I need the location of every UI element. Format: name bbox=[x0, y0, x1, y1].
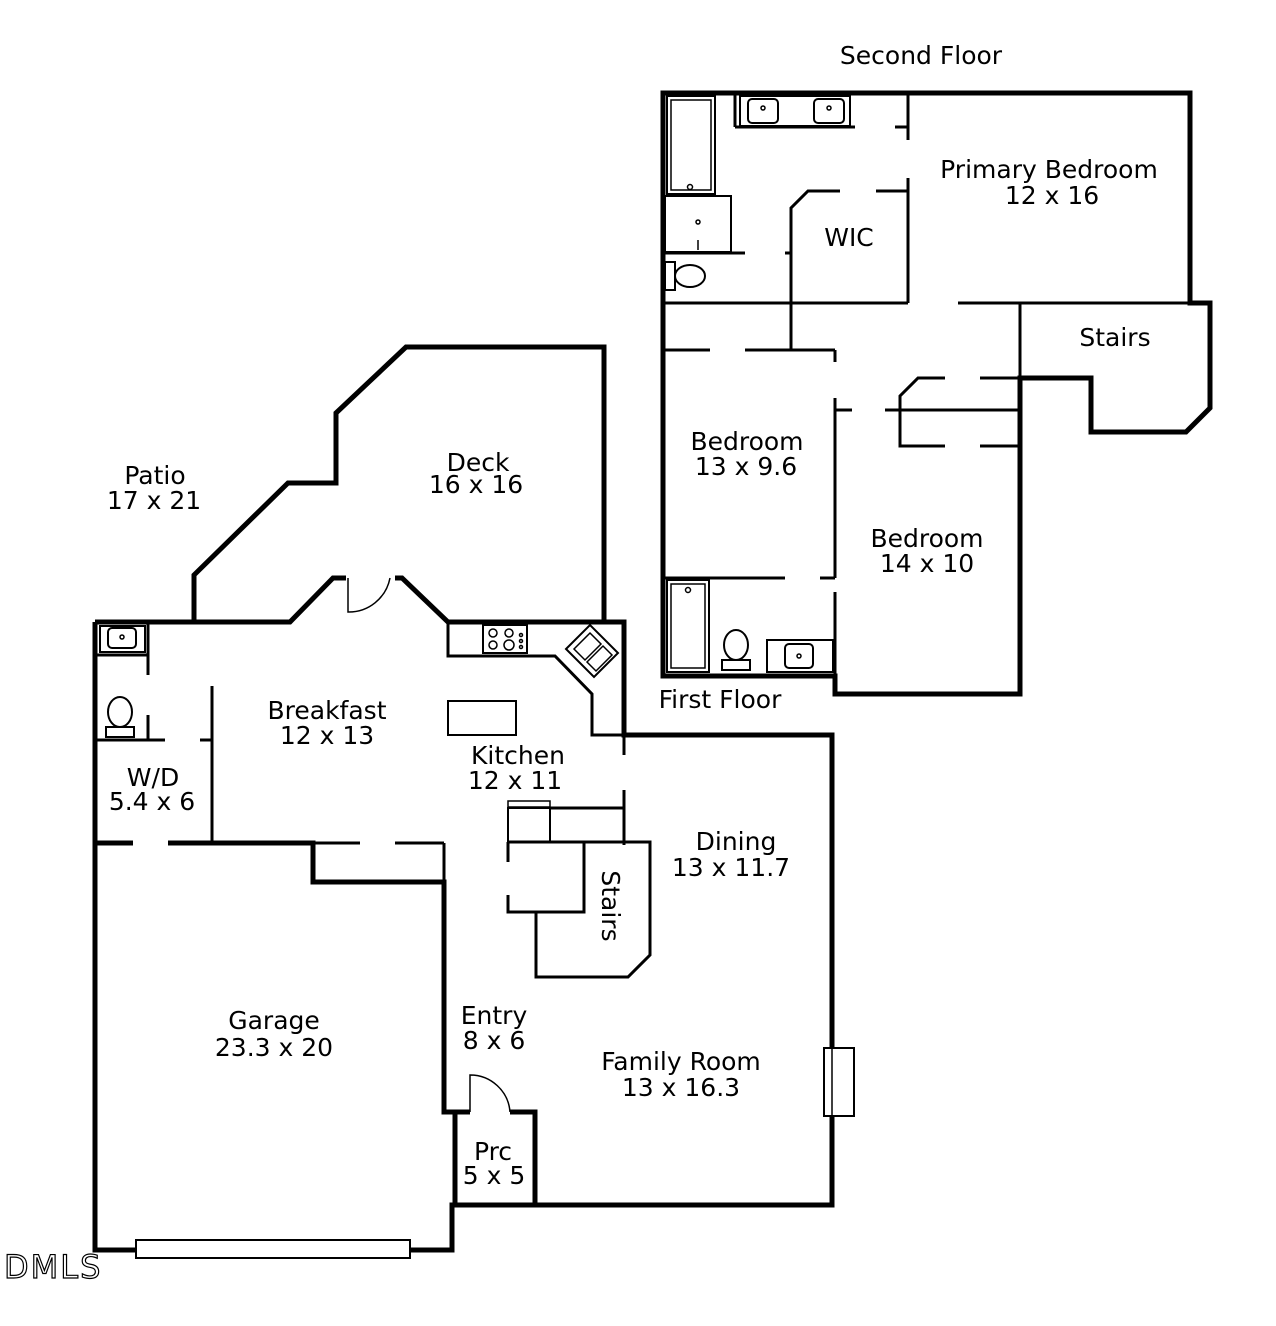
garage-outer-wall bbox=[92, 843, 458, 1253]
fireplace-icon bbox=[823, 1047, 855, 1117]
toilet-icon bbox=[105, 696, 135, 738]
deck-door-icon bbox=[347, 577, 391, 613]
wd-name: W/D bbox=[127, 763, 179, 792]
garage-size: 23.3 x 20 bbox=[215, 1033, 333, 1062]
first-floor bbox=[92, 344, 855, 1259]
kitchen-island-icon bbox=[447, 700, 517, 736]
primary-bedroom-name: Primary Bedroom bbox=[940, 155, 1158, 184]
entry-size: 8 x 6 bbox=[463, 1026, 526, 1055]
entry-door-icon bbox=[469, 1074, 511, 1113]
double-sink-icon bbox=[739, 95, 851, 127]
porch-name: Prc bbox=[474, 1137, 512, 1166]
entry-name: Entry bbox=[461, 1001, 528, 1030]
half-bath-fixtures bbox=[99, 625, 146, 738]
bedroom-3-size: 14 x 10 bbox=[880, 549, 974, 578]
second-floor-title: Second Floor bbox=[840, 41, 1003, 70]
second-floor bbox=[660, 90, 1213, 697]
deck-outline bbox=[191, 344, 607, 620]
first-floor-interior-walls bbox=[95, 622, 626, 882]
deck-size: 16 x 16 bbox=[429, 470, 523, 499]
kitchen-fixtures bbox=[447, 623, 624, 844]
bathtub-icon bbox=[666, 579, 710, 673]
labels: Second Floor First Floor Primary Bedroom… bbox=[3, 41, 1158, 1287]
kitchen-name: Kitchen bbox=[471, 741, 565, 770]
bedroom-2-name: Bedroom bbox=[690, 427, 803, 456]
garage-name: Garage bbox=[228, 1006, 320, 1035]
lower-stairs bbox=[506, 840, 652, 979]
first-floor-title: First Floor bbox=[659, 685, 782, 714]
second-floor-interior-walls bbox=[663, 93, 1190, 694]
breakfast-name: Breakfast bbox=[267, 696, 386, 725]
wic-name: WIC bbox=[824, 223, 874, 252]
breakfast-size: 12 x 13 bbox=[280, 721, 374, 750]
cooktop-icon bbox=[482, 624, 528, 654]
wd-size: 5.4 x 6 bbox=[109, 787, 195, 816]
sink-icon bbox=[99, 625, 146, 653]
counter-icon bbox=[507, 807, 551, 843]
kitchen-sink-icon bbox=[564, 623, 620, 679]
sink-icon bbox=[766, 639, 834, 673]
family-room-name: Family Room bbox=[601, 1047, 761, 1076]
bedroom-2-size: 13 x 9.6 bbox=[695, 452, 797, 481]
bathtub-icon bbox=[666, 95, 716, 195]
porch-size: 5 x 5 bbox=[463, 1161, 526, 1190]
lower-stairs-name: Stairs bbox=[596, 870, 625, 941]
toilet-icon bbox=[721, 629, 751, 671]
patio-name: Patio bbox=[124, 461, 185, 490]
toilet-icon bbox=[664, 261, 706, 291]
first-floor-outer-wall bbox=[92, 575, 835, 1208]
upper-stairs-name: Stairs bbox=[1079, 323, 1150, 352]
primary-bedroom-size: 12 x 16 bbox=[1005, 181, 1099, 210]
second-floor-fixtures bbox=[664, 95, 851, 673]
dining-name: Dining bbox=[696, 827, 777, 856]
dining-size: 13 x 11.7 bbox=[672, 853, 790, 882]
deck-name: Deck bbox=[447, 448, 510, 477]
watermark: DMLS bbox=[4, 1248, 102, 1286]
kitchen-size: 12 x 11 bbox=[468, 766, 562, 795]
garage-door-icon bbox=[135, 1239, 411, 1259]
family-room-size: 13 x 16.3 bbox=[622, 1073, 740, 1102]
bedroom-3-name: Bedroom bbox=[870, 524, 983, 553]
patio-size: 17 x 21 bbox=[107, 486, 201, 515]
